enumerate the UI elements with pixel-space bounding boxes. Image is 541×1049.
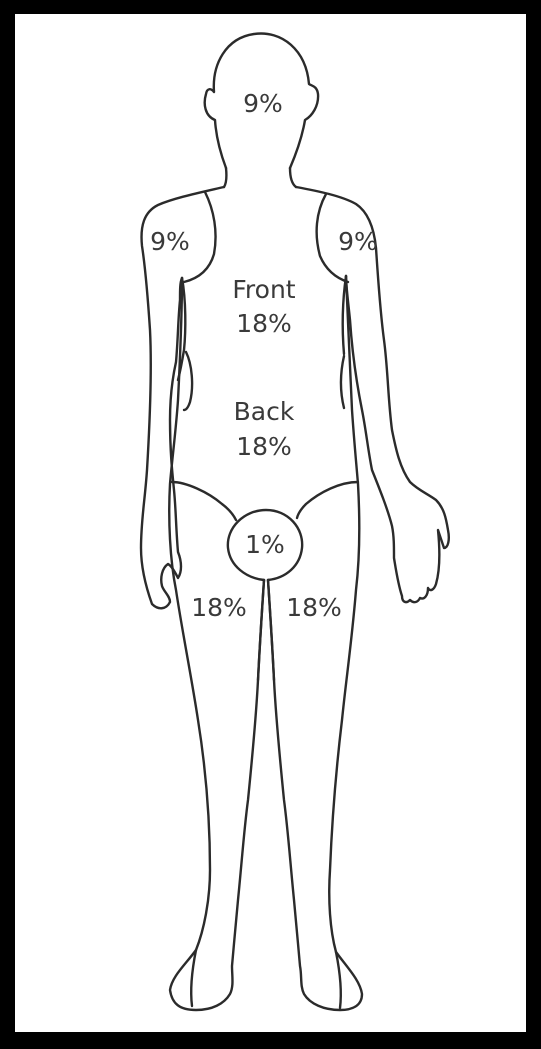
right-arm-shadow	[341, 356, 344, 408]
right-arm-percent-label: 9%	[338, 227, 378, 256]
back-percent-label: 18%	[236, 432, 292, 461]
right-hip-line	[297, 482, 358, 518]
right-leg-percent-label: 18%	[286, 593, 342, 622]
genital-percent-label: 1%	[245, 530, 285, 559]
head-percent-label: 9%	[243, 89, 283, 118]
left-arm-percent-label: 9%	[150, 227, 190, 256]
left-hip-line	[172, 482, 236, 520]
front-label: Front	[232, 275, 295, 304]
left-arm-shadow	[184, 352, 192, 410]
back-label: Back	[234, 397, 295, 426]
right-leg-outline	[268, 276, 362, 1010]
inner-leg-left	[258, 580, 264, 680]
left-leg-outline	[169, 278, 264, 1010]
left-leg-percent-label: 18%	[191, 593, 247, 622]
front-percent-label: 18%	[236, 309, 292, 338]
neck-outline	[224, 168, 296, 187]
left-foot-detail	[191, 950, 196, 1006]
inner-leg-right	[268, 580, 274, 680]
right-foot-detail	[336, 952, 341, 1008]
